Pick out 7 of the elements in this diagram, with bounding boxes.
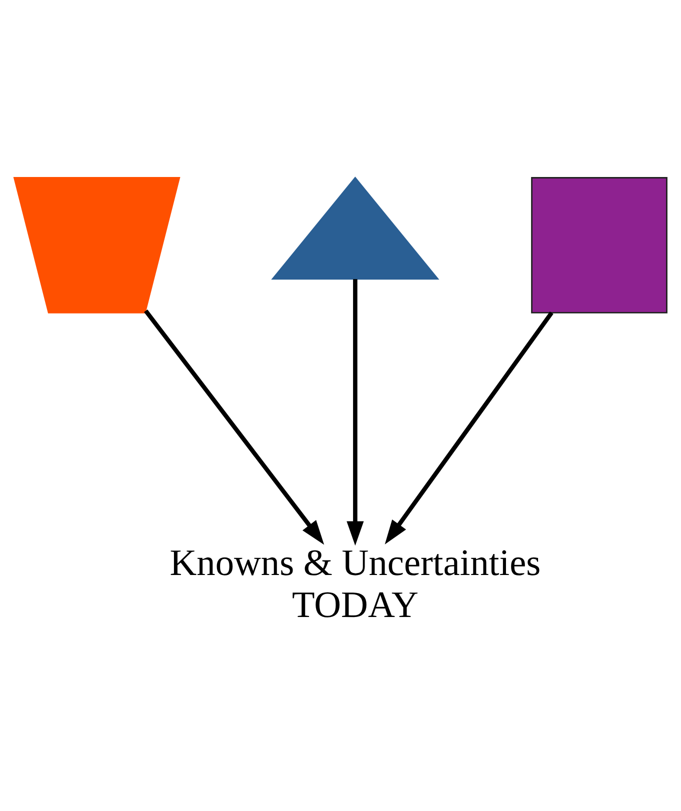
node-box bbox=[531, 176, 668, 313]
arrow bbox=[144, 308, 324, 544]
node-trapezoid bbox=[13, 176, 180, 313]
node-triangle bbox=[271, 176, 440, 280]
arrow bbox=[346, 278, 364, 546]
arrow bbox=[384, 311, 554, 544]
node-text: Knowns & Uncertainties TODAY bbox=[170, 542, 541, 626]
